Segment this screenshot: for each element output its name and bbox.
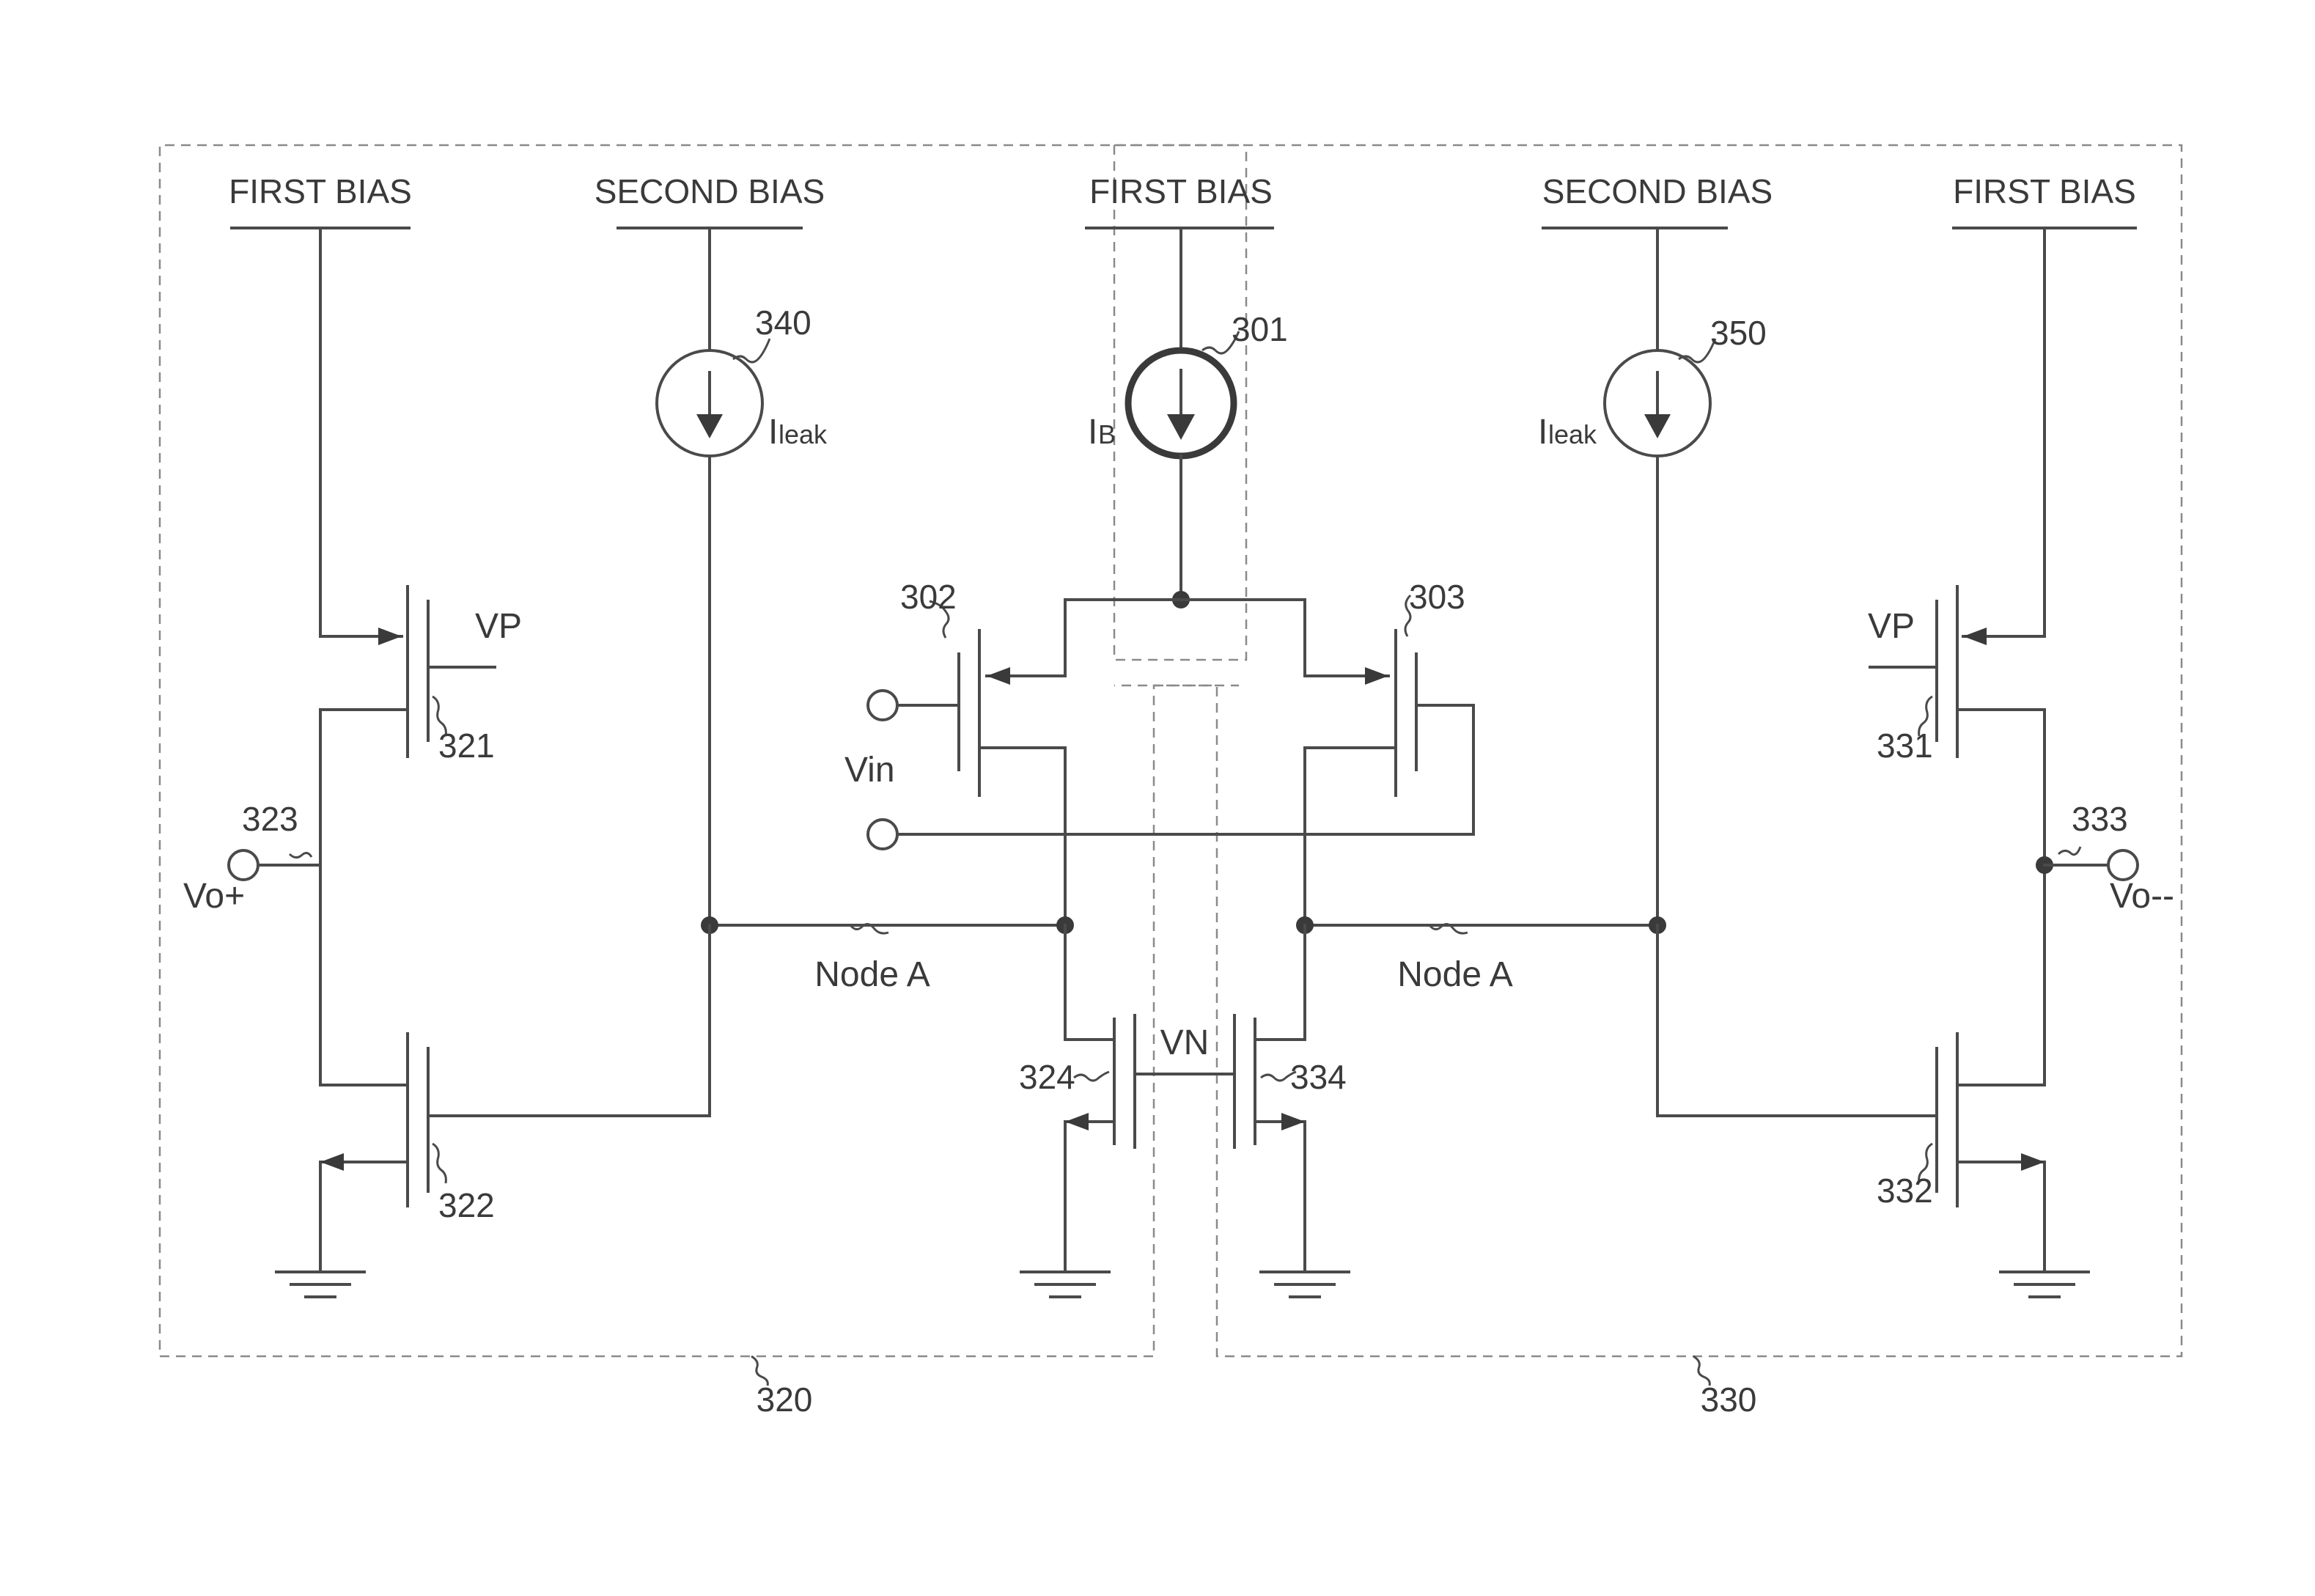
transistor-334: 334 VN: [1160, 925, 1347, 1272]
ground-322: [276, 1272, 364, 1297]
ground-324: [1021, 1272, 1109, 1297]
ground-334: [1261, 1272, 1349, 1297]
first-bias-rail-center: FIRST BIAS: [1086, 172, 1273, 228]
ref-323: 323: [242, 800, 298, 838]
second-bias-label-left: SECOND BIAS: [595, 172, 825, 210]
vo-plus-label: Vo+: [183, 877, 245, 916]
ref-301: 301: [1232, 310, 1288, 348]
ref-350: 350: [1710, 314, 1767, 352]
node-a-label-right: Node A: [1397, 955, 1512, 994]
ref-330: 330: [1701, 1380, 1757, 1419]
transistor-324: 324: [1019, 925, 1232, 1272]
ileak-left-sub: leak: [779, 419, 828, 449]
block-320-label: 320: [751, 1356, 812, 1419]
vp-label-left: VP: [475, 607, 522, 646]
transistor-322: 322: [320, 925, 710, 1272]
node-a-label-left: Node A: [814, 955, 930, 994]
transistor-332: 332: [1657, 925, 2045, 1272]
diff-pair-tail-wiring: [987, 600, 1388, 685]
ref-322: 322: [438, 1186, 495, 1224]
first-bias-label-center: FIRST BIAS: [1089, 172, 1273, 210]
ref-332: 332: [1877, 1172, 1933, 1210]
vo-minus-pin[interactable]: [2108, 850, 2138, 880]
ref-340: 340: [755, 304, 811, 342]
leak-current-source-350: 350 I leak: [1538, 228, 1767, 925]
ib-main: I: [1088, 413, 1097, 452]
node-a-right-wire: Node A: [1296, 916, 1666, 994]
ileak-left-main: I: [768, 413, 778, 452]
ref-320: 320: [757, 1380, 813, 1419]
second-bias-rail-right: SECOND BIAS: [1542, 172, 1773, 228]
ref-324: 324: [1019, 1058, 1075, 1096]
first-bias-rail-left: FIRST BIAS: [229, 172, 412, 228]
ib-sub: B: [1098, 419, 1116, 449]
vin-pin-left[interactable]: [868, 691, 897, 720]
ref-321: 321: [438, 727, 495, 765]
vin-label: Vin: [844, 751, 895, 790]
first-bias-label-left: FIRST BIAS: [229, 172, 412, 210]
output-node-333: 333 Vo--: [2036, 800, 2174, 916]
second-bias-rail-left: SECOND BIAS: [595, 172, 825, 228]
ground-332: [2001, 1272, 2088, 1297]
vin-pin-bottom[interactable]: [868, 820, 897, 849]
transistor-302: 302 Vin: [844, 578, 1065, 925]
ref-302: 302: [900, 578, 957, 616]
ref-333: 333: [2072, 800, 2128, 838]
tail-current-source-301: 301 I B: [1088, 228, 1288, 608]
vp-label-right: VP: [1868, 607, 1915, 646]
vn-label: VN: [1160, 1023, 1210, 1062]
ref-331: 331: [1877, 727, 1933, 765]
first-bias-rail-right: FIRST BIAS: [1953, 172, 2136, 228]
output-node-323: 323 Vo+: [183, 800, 320, 916]
block-330-label: 330: [1693, 1356, 1756, 1419]
leak-current-source-340: 340 I leak: [657, 228, 828, 1116]
ileak-right-main: I: [1538, 413, 1547, 452]
node-a-left-wire: Node A: [701, 916, 1074, 994]
vo-plus-pin[interactable]: [229, 850, 258, 880]
ileak-right-sub: leak: [1548, 419, 1597, 449]
vo-minus-label: Vo--: [2110, 877, 2174, 916]
first-bias-label-right: FIRST BIAS: [1953, 172, 2136, 210]
ref-303: 303: [1409, 578, 1465, 616]
ref-334: 334: [1290, 1058, 1347, 1096]
transistor-321: 321 VP: [320, 228, 522, 1085]
transistor-331: 331 VP: [1868, 228, 2045, 1085]
second-bias-label-right: SECOND BIAS: [1542, 172, 1773, 210]
